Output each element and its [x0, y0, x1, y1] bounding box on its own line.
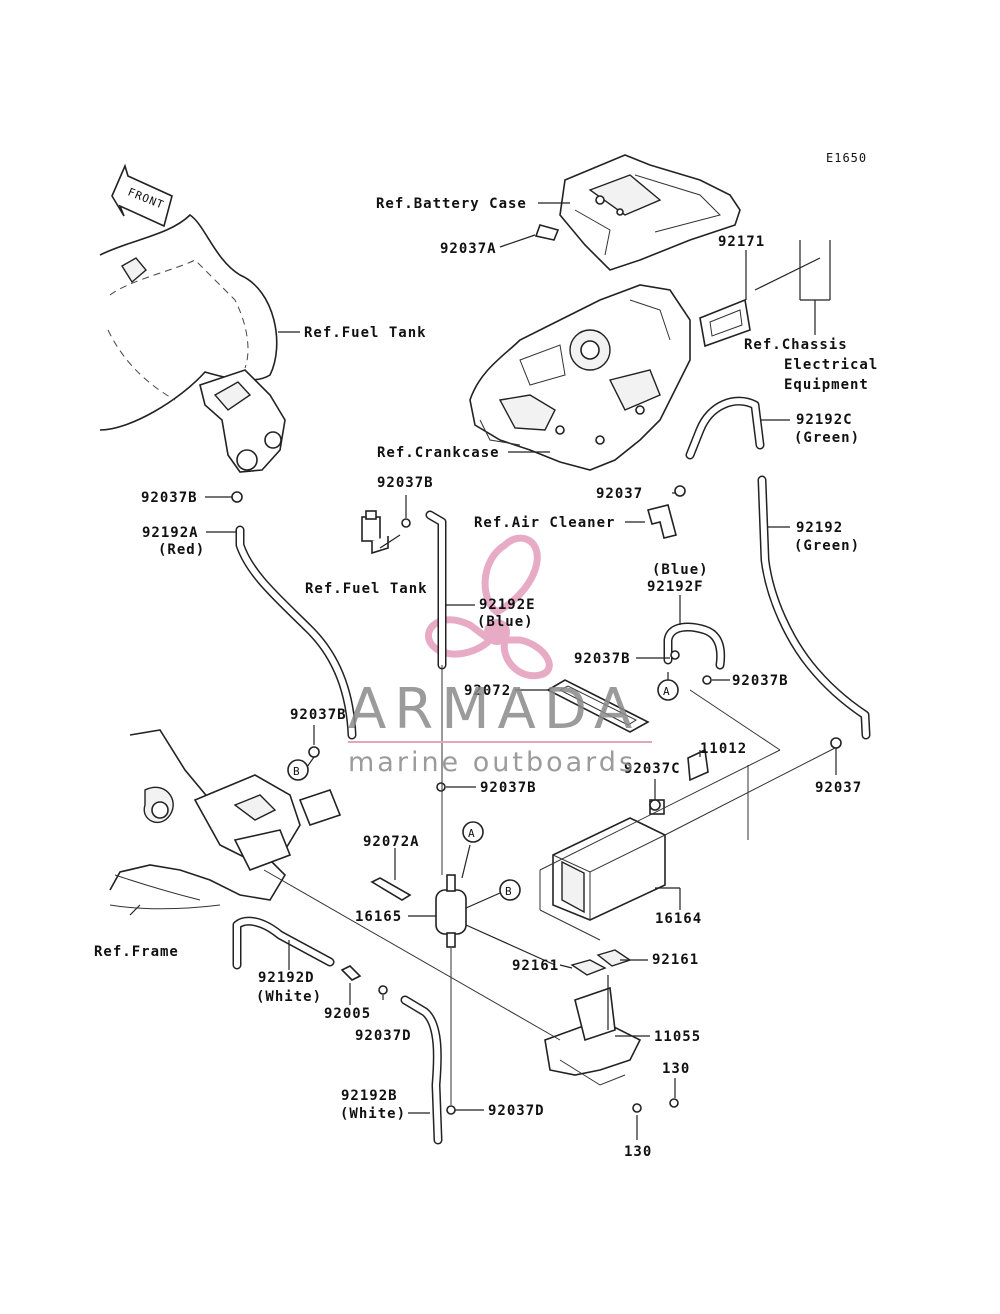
label-92072A: 92072A [363, 834, 420, 850]
label-92192F: 92192F [647, 579, 704, 595]
label-92171: 92171 [718, 234, 765, 250]
label-ref-electrical: Electrical [784, 357, 878, 373]
label-92192B: 92192B [341, 1088, 398, 1104]
label-92005: 92005 [324, 1006, 371, 1022]
label-92037B-right: 92037B [732, 673, 789, 689]
crankcase-illustration [469, 284, 751, 471]
frame-illustration [109, 729, 342, 910]
label-green-c: (Green) [794, 430, 860, 446]
label-92037B-center: 92037B [377, 475, 434, 491]
front-arrow-icon: FRONT [111, 163, 173, 228]
leader-lines [129, 202, 837, 1140]
hose-92192F [663, 622, 726, 670]
hose-92192A [235, 525, 357, 740]
label-92192A: 92192A [142, 525, 199, 541]
air-cleaner-joint [647, 504, 677, 539]
battery-case-illustration [559, 154, 741, 271]
callout-b-lower: B [499, 879, 521, 901]
fuel-tank-valve [361, 510, 389, 555]
label-ref-crankcase: Ref.Crankcase [377, 445, 500, 461]
diagram-code: E1650 [826, 151, 867, 165]
label-white-d: (White) [256, 989, 322, 1005]
pads-92161 [570, 949, 632, 976]
label-92037B-mid: 92037B [574, 651, 631, 667]
label-ref-fuel-tank-top: Ref.Fuel Tank [304, 325, 427, 341]
strap-92072A [370, 877, 412, 901]
label-92037D-lower: 92037D [488, 1103, 545, 1119]
watermark: ARMADA marine outboards [348, 677, 652, 778]
callout-b-left: B [287, 759, 309, 781]
svg-text:B: B [293, 765, 301, 778]
label-92192C: 92192C [796, 412, 853, 428]
separator-16165 [435, 874, 467, 948]
hose-92192C [685, 396, 765, 460]
label-92072: 92072 [464, 683, 511, 699]
label-ref-air-cleaner: Ref.Air Cleaner [474, 515, 615, 531]
label-ref-frame: Ref.Frame [94, 944, 179, 960]
label-92161-right: 92161 [652, 952, 699, 968]
label-ref-equipment: Equipment [784, 377, 869, 393]
label-white-b: (White) [340, 1106, 406, 1122]
watermark-subtitle: marine outboards [348, 747, 636, 778]
label-blue-f: (Blue) [652, 562, 709, 578]
label-92037B-left: 92037B [141, 490, 198, 506]
label-92037-upper: 92037 [596, 486, 643, 502]
callout-a-upper: A [657, 679, 679, 701]
hose-92192 [757, 475, 871, 740]
svg-text:A: A [468, 827, 476, 840]
label-ref-battery-case: Ref.Battery Case [376, 196, 527, 212]
label-blue-e: (Blue) [477, 614, 534, 630]
strap-92072 [546, 679, 650, 733]
watermark-title: ARMADA [348, 677, 640, 742]
label-92037A: 92037A [440, 241, 497, 257]
label-11012: 11012 [700, 741, 747, 757]
label-92161-left: 92161 [512, 958, 559, 974]
label-92192D: 92192D [258, 970, 315, 986]
label-16164: 16164 [655, 911, 702, 927]
label-92037B-lower: 92037B [290, 707, 347, 723]
label-ref-fuel-tank-mid: Ref.Fuel Tank [305, 581, 428, 597]
label-ref-chassis: Ref.Chassis [744, 337, 848, 353]
label-16165: 16165 [355, 909, 402, 925]
label-92037-right: 92037 [815, 780, 862, 796]
part-labels: E1650 Ref.Battery Case 92037A 92171 Ref.… [94, 151, 878, 1160]
hose-92192E [425, 510, 447, 670]
svg-text:B: B [505, 885, 513, 898]
label-92192E: 92192E [479, 597, 536, 613]
label-11055: 11055 [654, 1029, 701, 1045]
label-92192: 92192 [796, 520, 843, 536]
callout-a-lower: A [462, 821, 484, 843]
hose-92192D [232, 916, 335, 970]
label-130-upper: 130 [662, 1061, 690, 1077]
label-red: (Red) [158, 542, 205, 558]
svg-text:A: A [663, 685, 671, 698]
watermark-rule [348, 741, 652, 743]
label-green: (Green) [794, 538, 860, 554]
bracket-11055 [544, 986, 642, 1086]
hose-92192B [400, 995, 443, 1145]
label-130-lower: 130 [624, 1144, 652, 1160]
label-92037B-center2: 92037B [480, 780, 537, 796]
label-92037C: 92037C [624, 761, 681, 777]
fuel-tank-illustration [99, 213, 286, 473]
label-92037D-upper: 92037D [355, 1028, 412, 1044]
